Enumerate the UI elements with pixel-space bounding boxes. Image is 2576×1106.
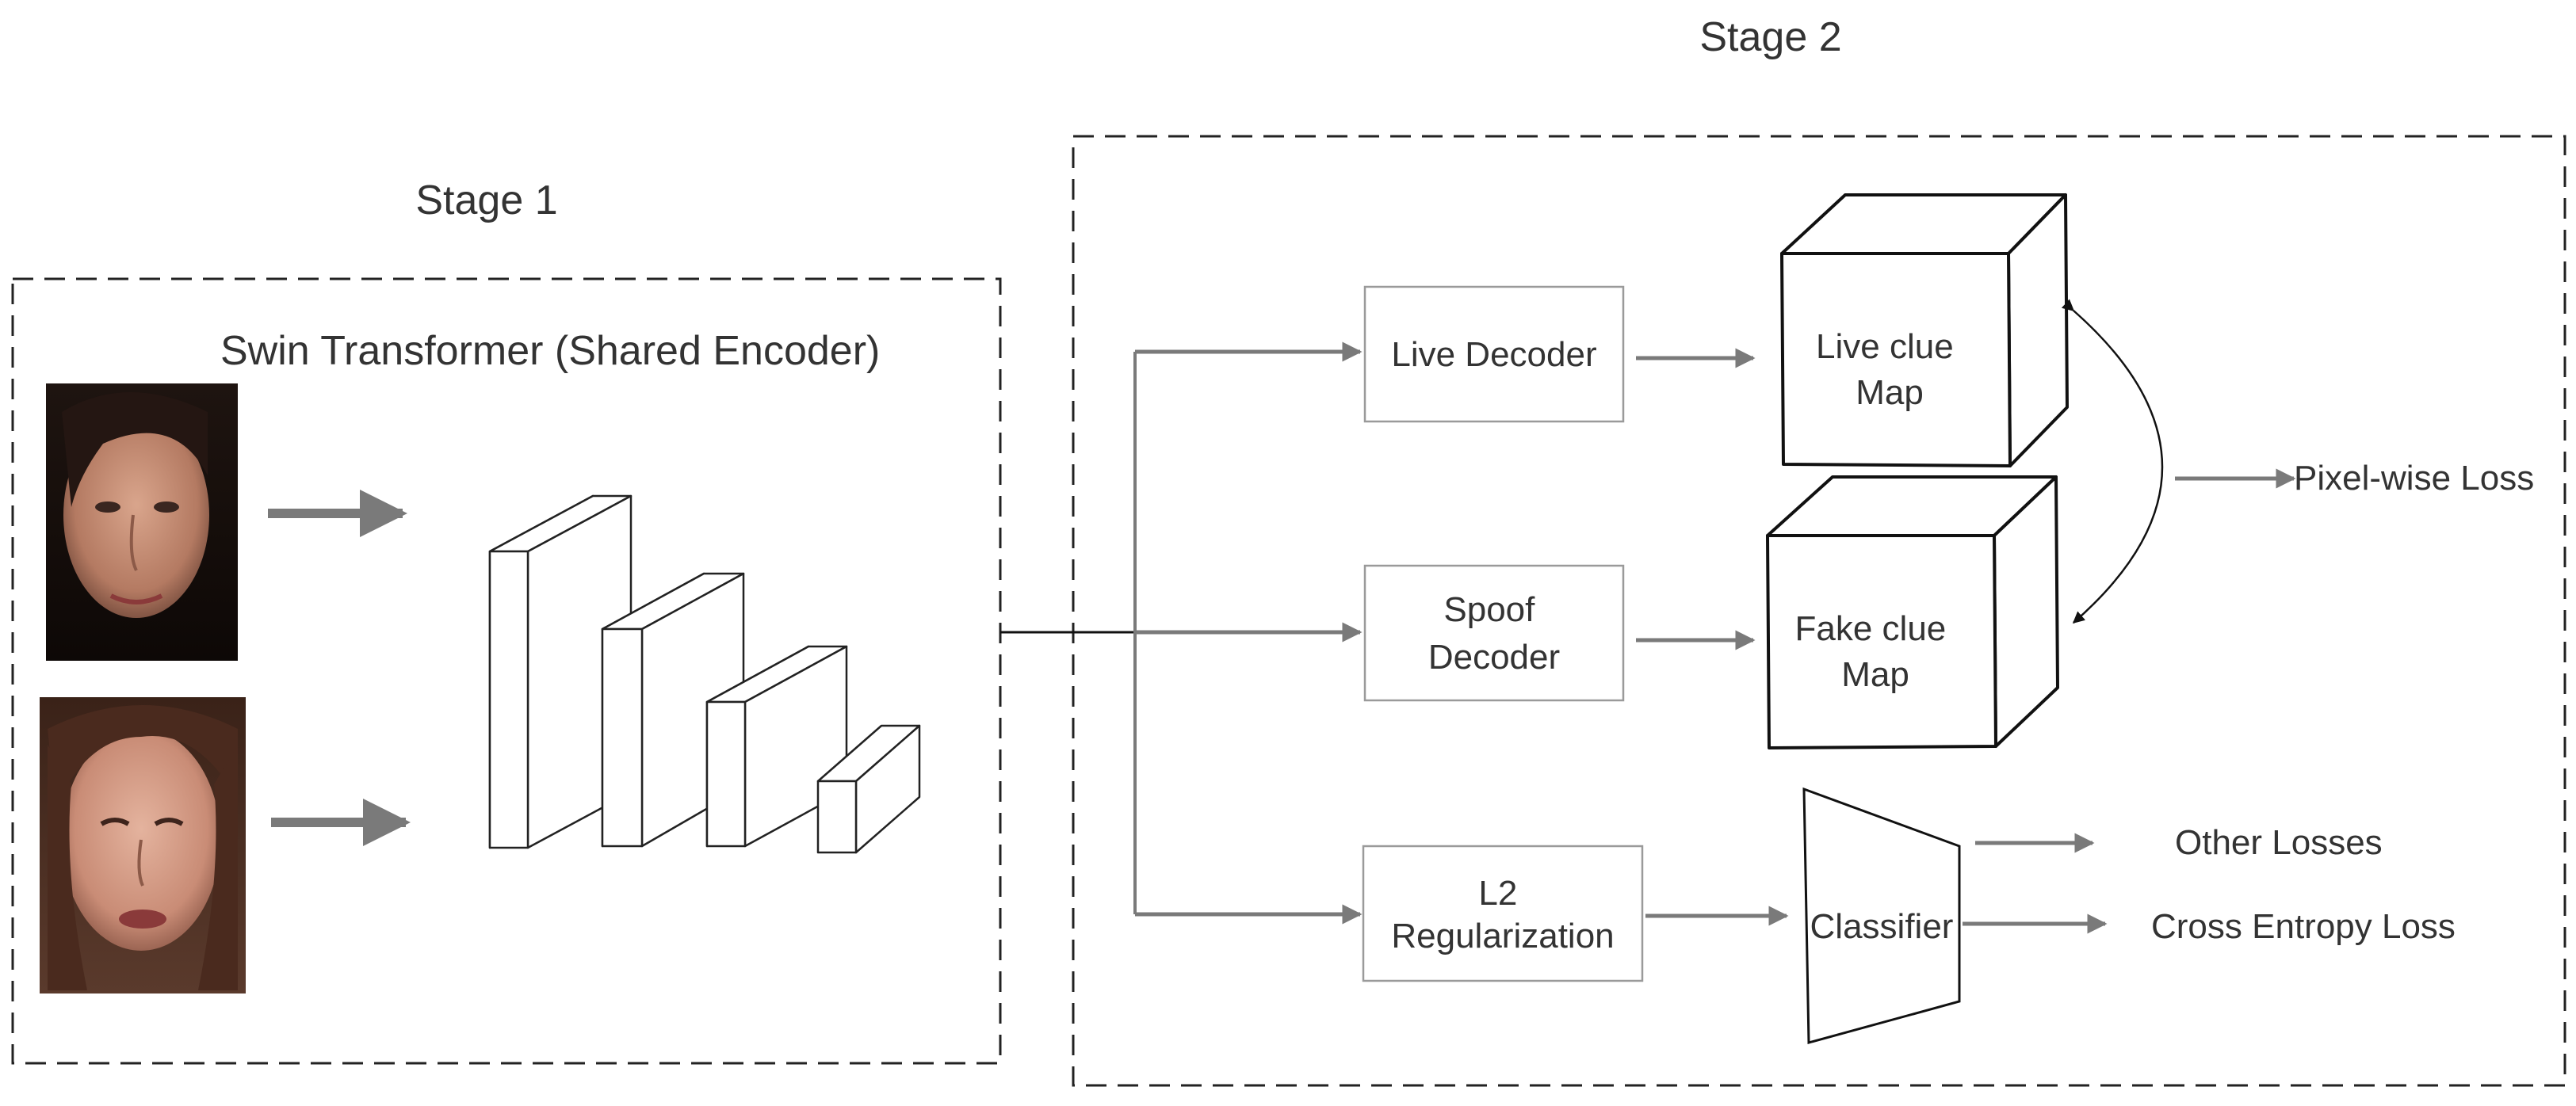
encoder-block-4: [816, 724, 921, 854]
live-map-label-line1: Live clue: [1816, 327, 1954, 366]
cross-entropy-loss-label: Cross Entropy Loss: [2151, 907, 2456, 946]
l2-regularization-box: L2 Regularization: [1362, 845, 1644, 982]
stage1-frame: [11, 277, 1002, 1065]
spoof-decoder-label-line1: Spoof: [1443, 590, 1535, 629]
svg-text:Live clue Map: Live clue Map: [1816, 327, 1963, 412]
pixel-wise-loss-label: Pixel-wise Loss: [2294, 459, 2534, 498]
l2-label-line1: L2: [1478, 874, 1517, 913]
other-losses-label: Other Losses: [2175, 823, 2383, 862]
live-decoder-box: Live Decoder: [1363, 285, 1625, 423]
spoof-decoder-label-line2: Decoder: [1428, 638, 1560, 677]
fake-clue-map-cube: Fake clue Map: [1766, 475, 2059, 749]
svg-text:Spoof Decoder: Spoof Decoder: [1428, 590, 1560, 677]
fake-map-label-line1: Fake clue: [1795, 609, 1947, 648]
classifier-label: Classifier: [1810, 907, 1954, 946]
face-image-live: [46, 383, 238, 661]
stage1-title: Stage 1: [415, 177, 557, 223]
classifier-block: Classifier: [1802, 787, 1961, 1044]
stage2-frame: [1072, 135, 2566, 1087]
fake-map-label-line2: Map: [1841, 655, 1909, 694]
live-clue-map-cube: Live clue Map: [1780, 193, 2069, 467]
live-map-label-line2: Map: [1856, 373, 1924, 412]
spoof-decoder-box: Spoof Decoder: [1363, 564, 1625, 702]
stage2-title: Stage 2: [1699, 14, 1841, 60]
svg-text:L2 Regularization: L2 Regularization: [1391, 874, 1614, 955]
map-comparison-arrow: [2061, 299, 2164, 624]
svg-text:Live Decoder: Live Decoder: [1391, 335, 1596, 374]
live-decoder-label: Live Decoder: [1391, 335, 1596, 374]
l2-label-line2: Regularization: [1391, 917, 1614, 955]
face-image-spoof: [40, 697, 246, 993]
svg-text:Fake clue Map: Fake clue Map: [1795, 609, 1956, 694]
encoder-title: Swin Transformer (Shared Encoder): [220, 328, 880, 374]
